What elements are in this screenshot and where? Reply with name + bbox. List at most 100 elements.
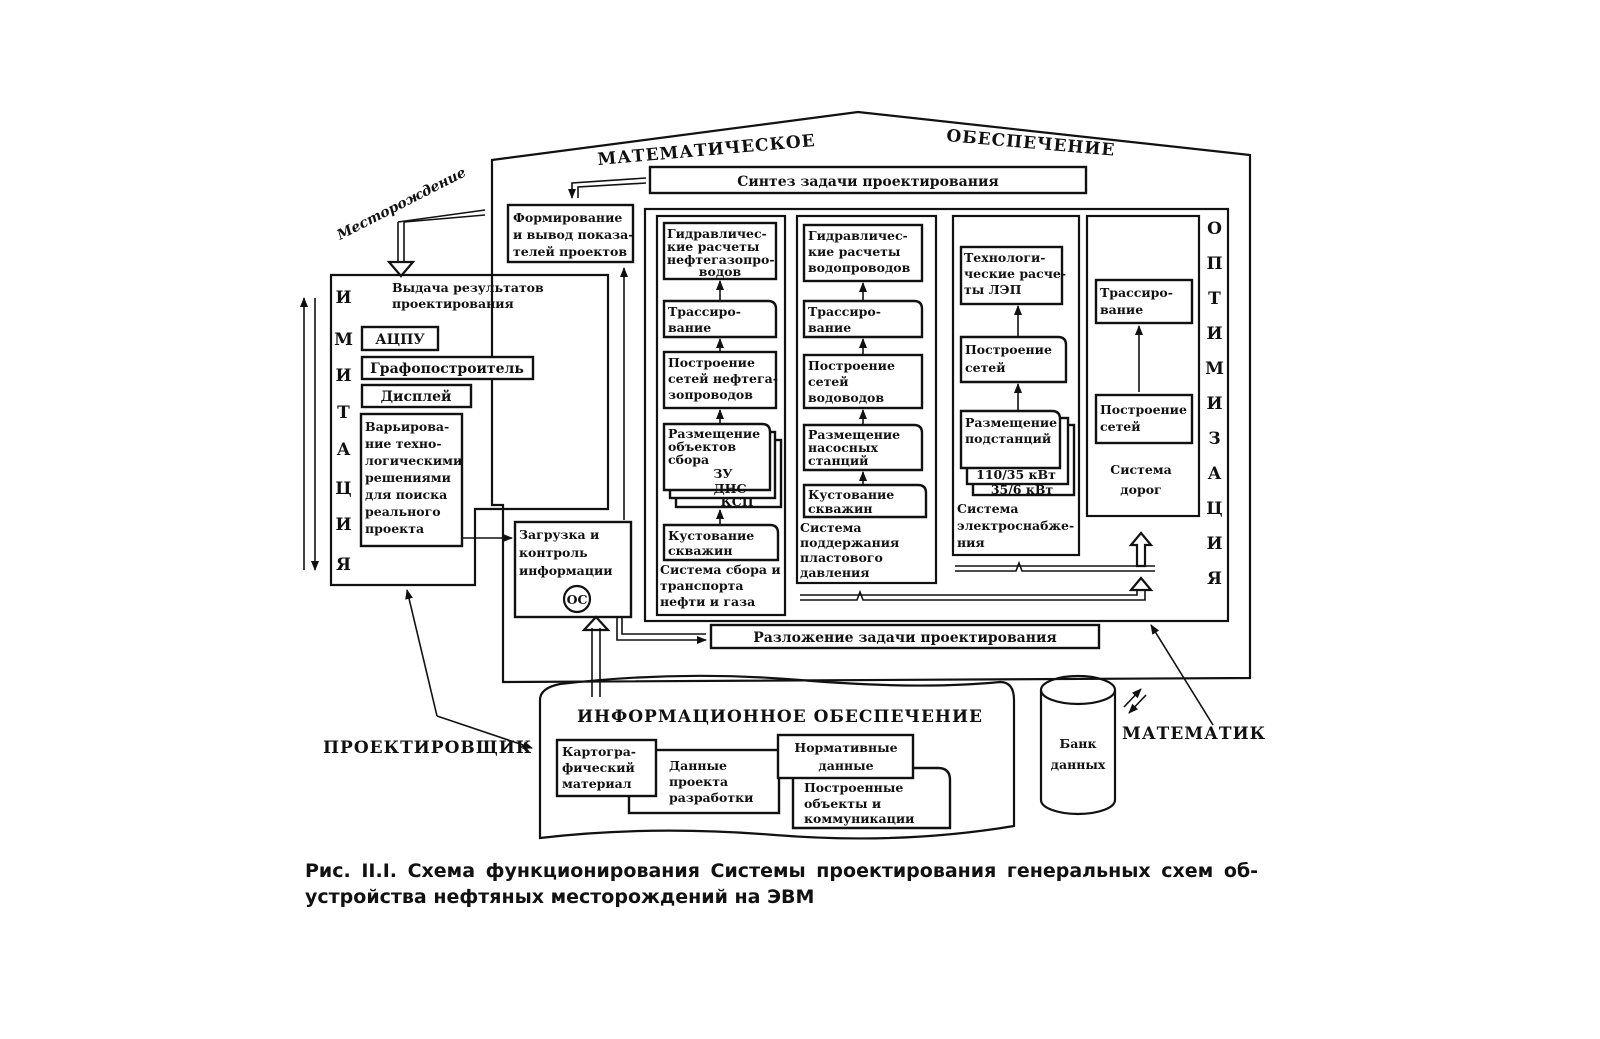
svg-text:Система: Система <box>1110 462 1172 477</box>
loading-box: Загрузка и контроль информации ОС <box>513 520 633 619</box>
svg-text:пластового: пластового <box>800 550 883 565</box>
svg-text:проекта: проекта <box>669 774 728 789</box>
svg-text:Гидравличес-: Гидравличес- <box>667 226 767 241</box>
synthesis-bar: Синтез задачи проектирования <box>648 165 1088 195</box>
svg-text:Нормативные: Нормативные <box>794 740 897 755</box>
svg-text:фический: фический <box>562 760 635 775</box>
imitation-letter: Т <box>337 403 351 423</box>
info-support: ИНФОРМАЦИОННОЕ ОБЕСПЕЧЕНИЕ Данные проект… <box>538 674 1016 840</box>
svg-text:данные: данные <box>818 758 873 773</box>
svg-text:Построение: Построение <box>965 342 1052 357</box>
svg-text:Формирование: Формирование <box>513 210 622 225</box>
svg-text:Трассиро-: Трассиро- <box>1100 285 1173 300</box>
info-title: ИНФОРМАЦИОННОЕ ОБЕСПЕЧЕНИЕ <box>577 707 983 727</box>
svg-text:проекта: проекта <box>365 521 424 536</box>
svg-text:скважин: скважин <box>808 501 872 516</box>
role-mathematician: МАТЕМАТИК <box>1122 724 1266 744</box>
math-title-1: МАТЕМАТИЧЕСКОЕ <box>597 131 817 170</box>
svg-text:ты ЛЭП: ты ЛЭП <box>964 282 1022 297</box>
svg-text:информации: информации <box>519 563 613 578</box>
svg-text:решениями: решениями <box>365 470 451 485</box>
svg-text:дорог: дорог <box>1120 482 1161 497</box>
opt-letter: И <box>1206 324 1223 344</box>
device-display: Дисплей <box>381 388 452 405</box>
imitation-block: И М И Т А Ц И Я Выдача результатов проек… <box>329 273 610 587</box>
svg-text:КСП: КСП <box>720 494 753 509</box>
svg-text:Технологи-: Технологи- <box>964 250 1045 265</box>
imitation-letter: Я <box>336 555 352 575</box>
svg-text:сетей: сетей <box>965 360 1006 375</box>
svg-text:Построение: Построение <box>1100 402 1187 417</box>
caption-line-2: устройства нефтяных месторождений на ЭВМ <box>305 886 815 908</box>
data-bank: Банк данных <box>1039 674 1117 816</box>
svg-text:данных: данных <box>1051 757 1106 772</box>
device-atspu: АЦПУ <box>375 332 425 348</box>
imitation-letter: А <box>337 440 352 460</box>
svg-text:Кустование: Кустование <box>668 528 754 543</box>
svg-text:вание: вание <box>1100 302 1143 317</box>
svg-text:вание: вание <box>808 320 851 335</box>
caption-line-1: Рис. II.I. Схема функционирования Систем… <box>305 860 1259 882</box>
imitation-letter: Ц <box>335 479 352 499</box>
svg-text:кие расчеты: кие расчеты <box>808 244 901 259</box>
imitation-letter: И <box>335 515 352 535</box>
svg-text:разработки: разработки <box>669 790 753 805</box>
svg-text:сбора: сбора <box>668 452 709 467</box>
device-plotter: Графопостроитель <box>370 361 524 377</box>
svg-text:станций: станций <box>808 453 868 468</box>
forming-box: Формирование и вывод показа- телей проек… <box>506 203 635 264</box>
opt-letter: И <box>1206 394 1223 414</box>
role-designer: ПРОЕКТИРОВЩИК <box>323 738 532 758</box>
svg-text:коммуникации: коммуникации <box>804 811 914 826</box>
svg-text:зопроводов: зопроводов <box>668 387 753 402</box>
column-water: Гидравличес- кие расчеты водопроводов Тр… <box>795 214 938 585</box>
svg-text:транспорта: транспорта <box>660 578 743 593</box>
svg-text:ния: ния <box>957 535 985 550</box>
imitation-letter: И <box>335 288 352 308</box>
opt-letter: Я <box>1207 569 1223 589</box>
svg-text:подстанций: подстанций <box>965 431 1051 446</box>
svg-text:Варьирова-: Варьирова- <box>365 419 449 434</box>
svg-text:нефти и газа: нефти и газа <box>660 594 755 609</box>
svg-text:насосных: насосных <box>808 440 878 455</box>
opt-letter: П <box>1206 254 1223 274</box>
column-power: Технологи- ческие расче- ты ЛЭП Построен… <box>951 214 1081 557</box>
svg-text:Загрузка и: Загрузка и <box>519 527 599 542</box>
imitation-letter: И <box>335 366 352 386</box>
svg-text:для поиска: для поиска <box>365 487 447 502</box>
decomposition-bar: Разложение задачи проектирования <box>709 623 1101 650</box>
svg-text:давления: давления <box>800 565 870 580</box>
svg-text:110/35 кВт: 110/35 кВт <box>976 467 1056 482</box>
opt-letter: И <box>1206 534 1223 554</box>
opt-letter: А <box>1208 464 1223 484</box>
results-title: проектирования <box>392 296 514 311</box>
svg-text:электроснабже-: электроснабже- <box>957 518 1074 533</box>
svg-text:сетей: сетей <box>808 374 849 389</box>
svg-text:Трассиро-: Трассиро- <box>808 304 881 319</box>
opt-letter: О <box>1207 219 1223 239</box>
svg-text:Система: Система <box>800 520 862 535</box>
svg-text:Синтез задачи проектирования: Синтез задачи проектирования <box>737 174 998 190</box>
svg-text:Система сбора и: Система сбора и <box>660 562 781 577</box>
svg-text:контроль: контроль <box>519 545 588 560</box>
svg-text:Построение: Построение <box>668 355 755 370</box>
svg-text:Картогра-: Картогра- <box>562 744 636 759</box>
svg-text:Данные: Данные <box>669 758 727 773</box>
svg-text:реального: реального <box>365 504 441 519</box>
opt-letter: З <box>1208 429 1221 449</box>
svg-text:Размещение: Размещение <box>965 415 1057 430</box>
svg-text:Гидравличес-: Гидравличес- <box>808 228 908 243</box>
svg-text:Кустование: Кустование <box>808 487 894 502</box>
svg-text:нефтегазопро-: нефтегазопро- <box>667 252 775 267</box>
svg-text:ДНС: ДНС <box>714 481 747 496</box>
opt-letter: Ц <box>1206 499 1223 519</box>
svg-text:водоводов: водоводов <box>808 390 884 405</box>
os-label: ОС <box>567 592 588 607</box>
field-label: Месторождение <box>334 165 469 244</box>
svg-text:материал: материал <box>562 776 632 791</box>
svg-text:35/6 кВт: 35/6 кВт <box>991 482 1054 497</box>
svg-text:логическими: логическими <box>365 453 462 468</box>
imitation-letter: М <box>334 330 354 350</box>
svg-text:Размещение: Размещение <box>808 427 900 442</box>
